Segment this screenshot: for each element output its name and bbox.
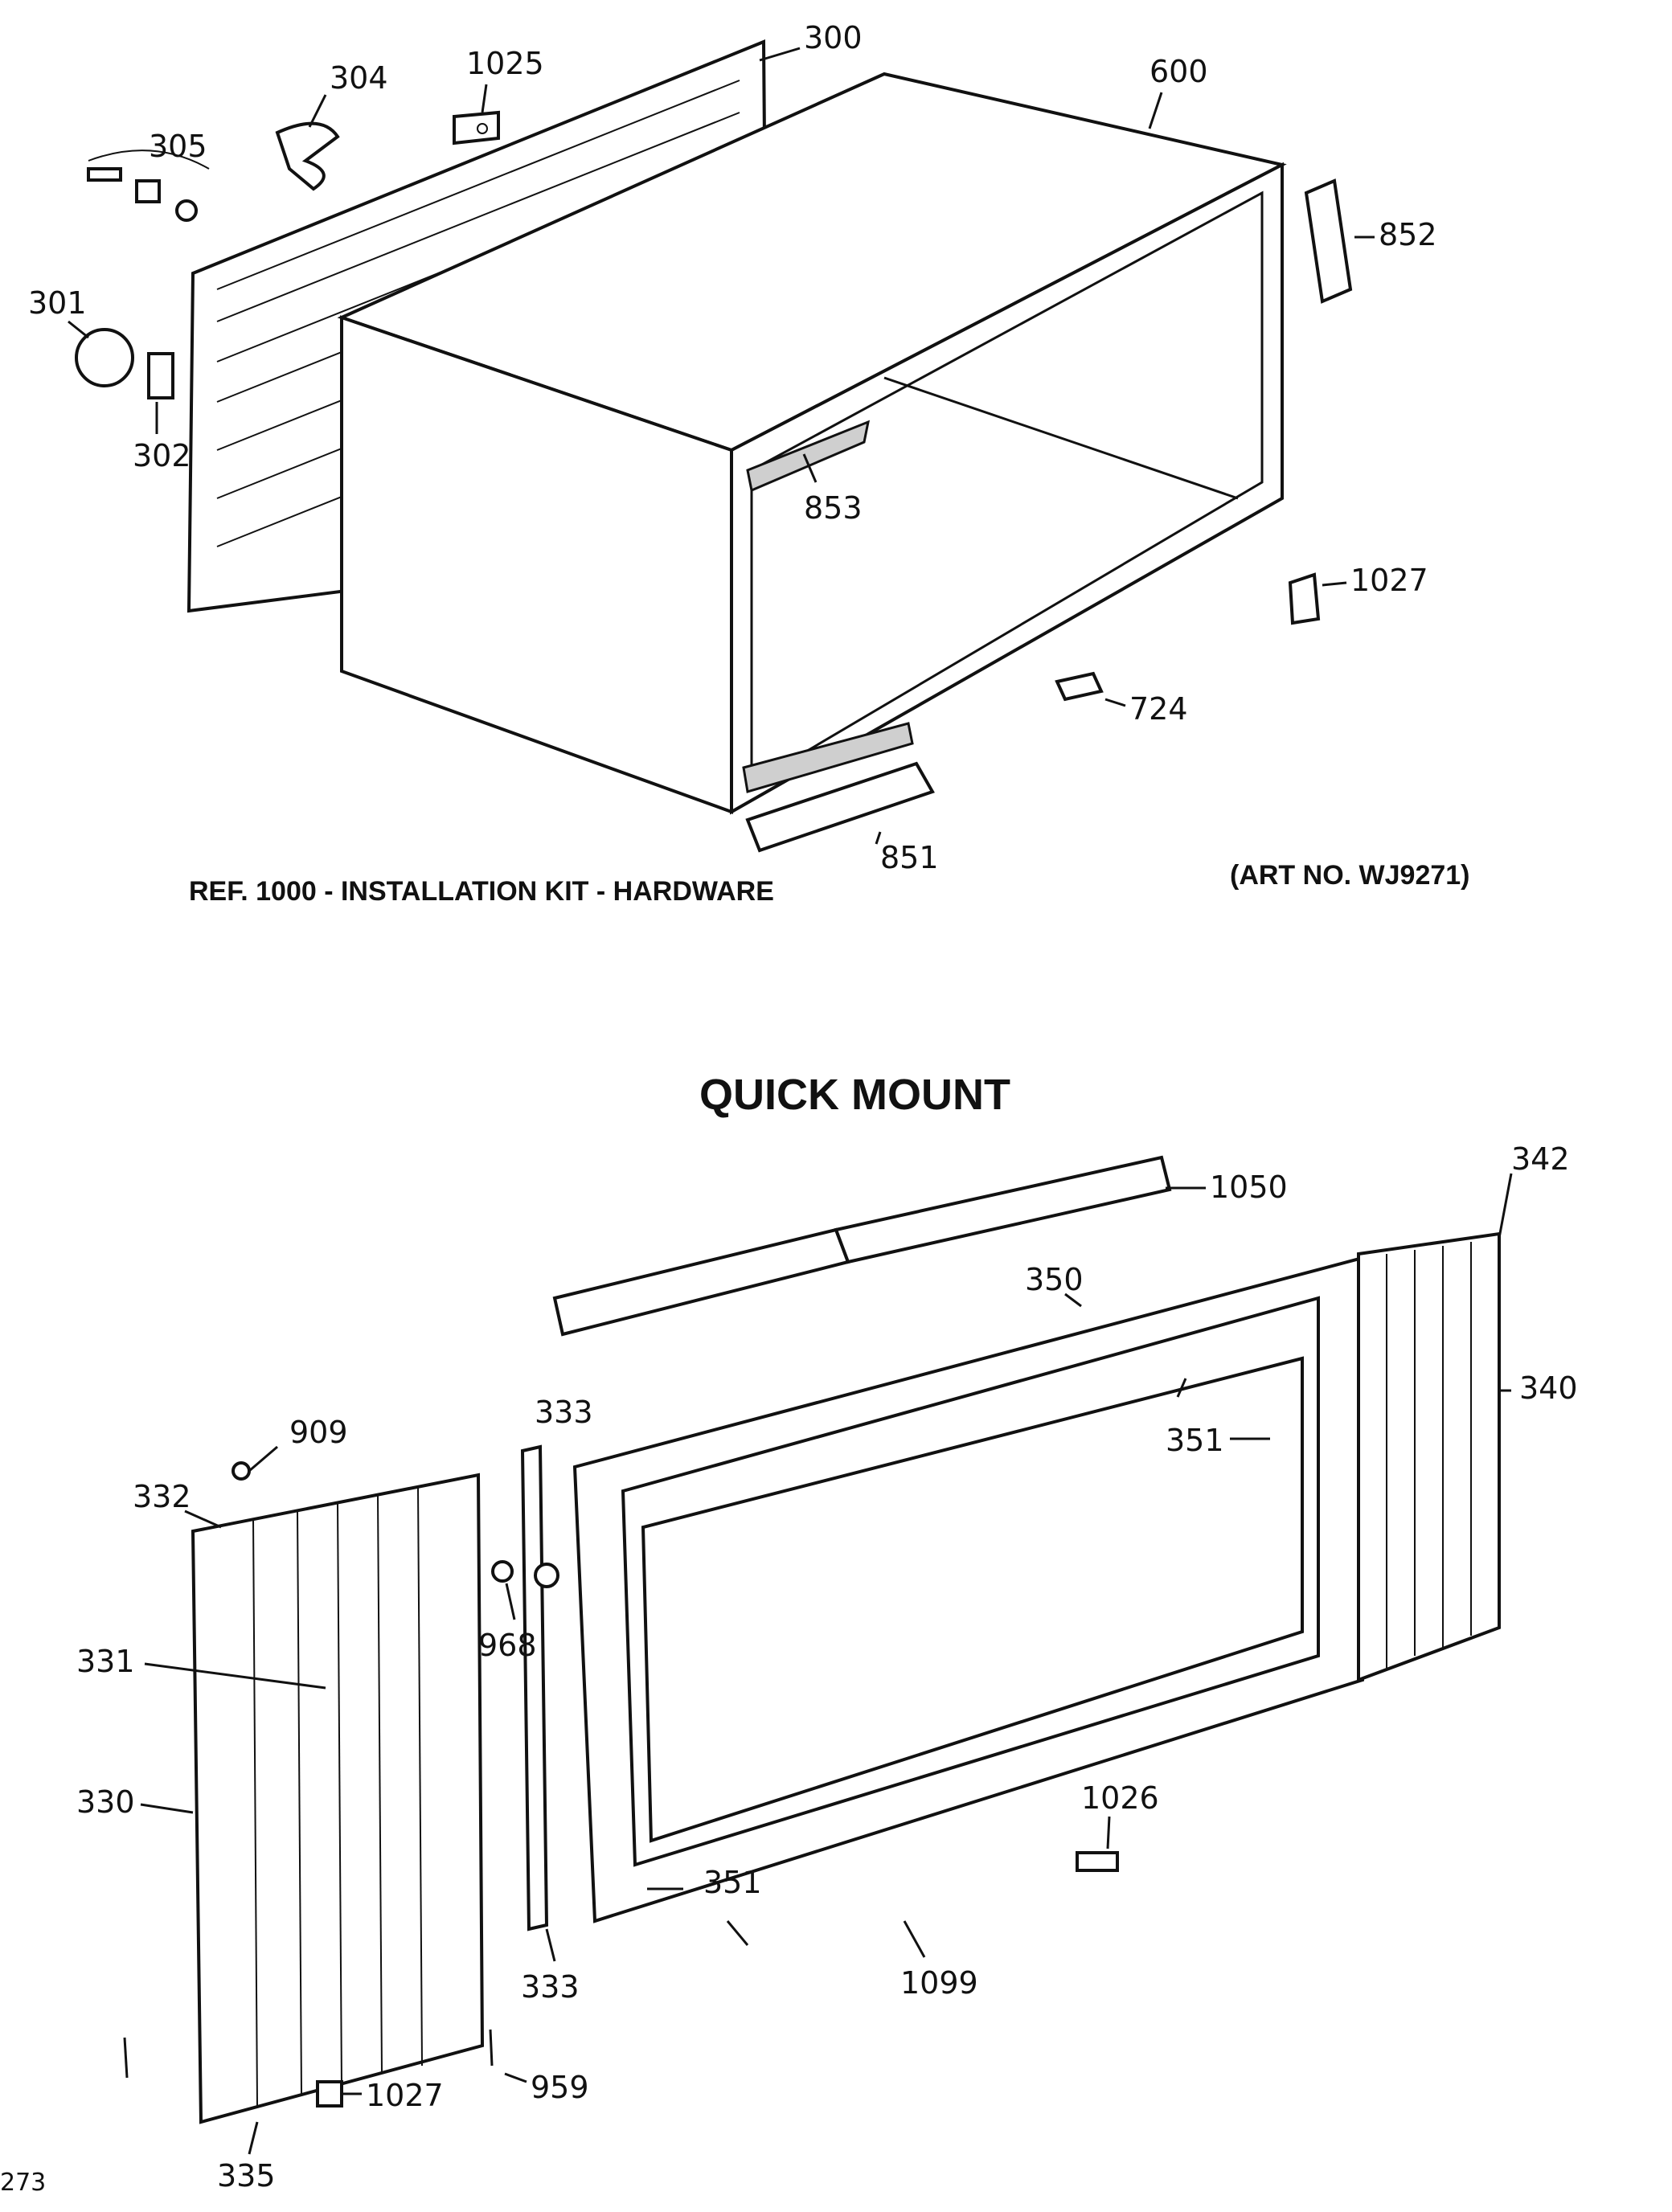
callout-330: 330 <box>76 1784 135 1820</box>
callout-1099: 1099 <box>900 1965 978 2001</box>
callout-1025: 1025 <box>466 46 544 81</box>
callout-333-bottom: 333 <box>521 1969 580 2005</box>
callout-350: 350 <box>1025 1262 1084 1297</box>
footer-code: 273 <box>0 2169 46 2197</box>
section-title: QUICK MOUNT <box>699 1071 1010 1119</box>
extension-panel-340 <box>1357 1231 1501 1682</box>
callout-853: 853 <box>804 490 863 526</box>
callout-852: 852 <box>1379 217 1437 252</box>
foam-seal-1050 <box>552 1155 1172 1337</box>
callout-300: 300 <box>804 20 863 55</box>
callout-335: 335 <box>217 2158 276 2194</box>
callout-724: 724 <box>1129 691 1188 727</box>
screw-set-305 <box>87 150 210 222</box>
callout-304: 304 <box>330 60 388 96</box>
callout-968: 968 <box>478 1628 537 1663</box>
callout-1027-top: 1027 <box>1350 563 1428 598</box>
callout-342: 342 <box>1511 1141 1570 1177</box>
callout-333-top: 333 <box>535 1395 593 1430</box>
frame-350 <box>572 1256 1364 1923</box>
callout-909: 909 <box>289 1415 348 1450</box>
callout-340: 340 <box>1519 1370 1578 1406</box>
bracket-1027-top <box>1288 572 1321 625</box>
side-strip-852 <box>1304 178 1353 304</box>
strip-333 <box>520 1444 549 1931</box>
knob-301 <box>75 328 134 387</box>
cabinet-600 <box>337 72 1287 815</box>
bracket-1025 <box>453 110 500 145</box>
callout-305: 305 <box>149 129 207 164</box>
callout-331: 331 <box>76 1644 135 1679</box>
nut-724 <box>1055 671 1104 702</box>
caption-art-number: (ART NO. WJ9271) <box>1230 860 1470 891</box>
rail-851 <box>745 761 935 853</box>
callout-302: 302 <box>133 438 191 473</box>
small-hardware <box>123 1461 1119 2108</box>
top-leaders <box>68 47 1375 845</box>
callout-351-bottom: 351 <box>703 1865 762 1900</box>
caption-installation-kit: REF. 1000 - INSTALLATION KIT - HARDWARE <box>189 876 774 907</box>
callout-332: 332 <box>133 1479 191 1514</box>
callout-351-top: 351 <box>1166 1423 1224 1458</box>
bracket-302 <box>147 352 174 399</box>
callout-851: 851 <box>880 840 939 875</box>
callout-1027-bottom: 1027 <box>366 2078 444 2113</box>
callout-1050: 1050 <box>1210 1169 1288 1205</box>
callout-301: 301 <box>28 285 87 321</box>
callout-600: 600 <box>1150 54 1208 89</box>
callout-959: 959 <box>531 2070 589 2105</box>
clip-304 <box>275 121 340 191</box>
callout-1026: 1026 <box>1081 1780 1159 1816</box>
bottom-leaders <box>140 1173 1513 2155</box>
side-panel-330 <box>191 1473 485 2124</box>
